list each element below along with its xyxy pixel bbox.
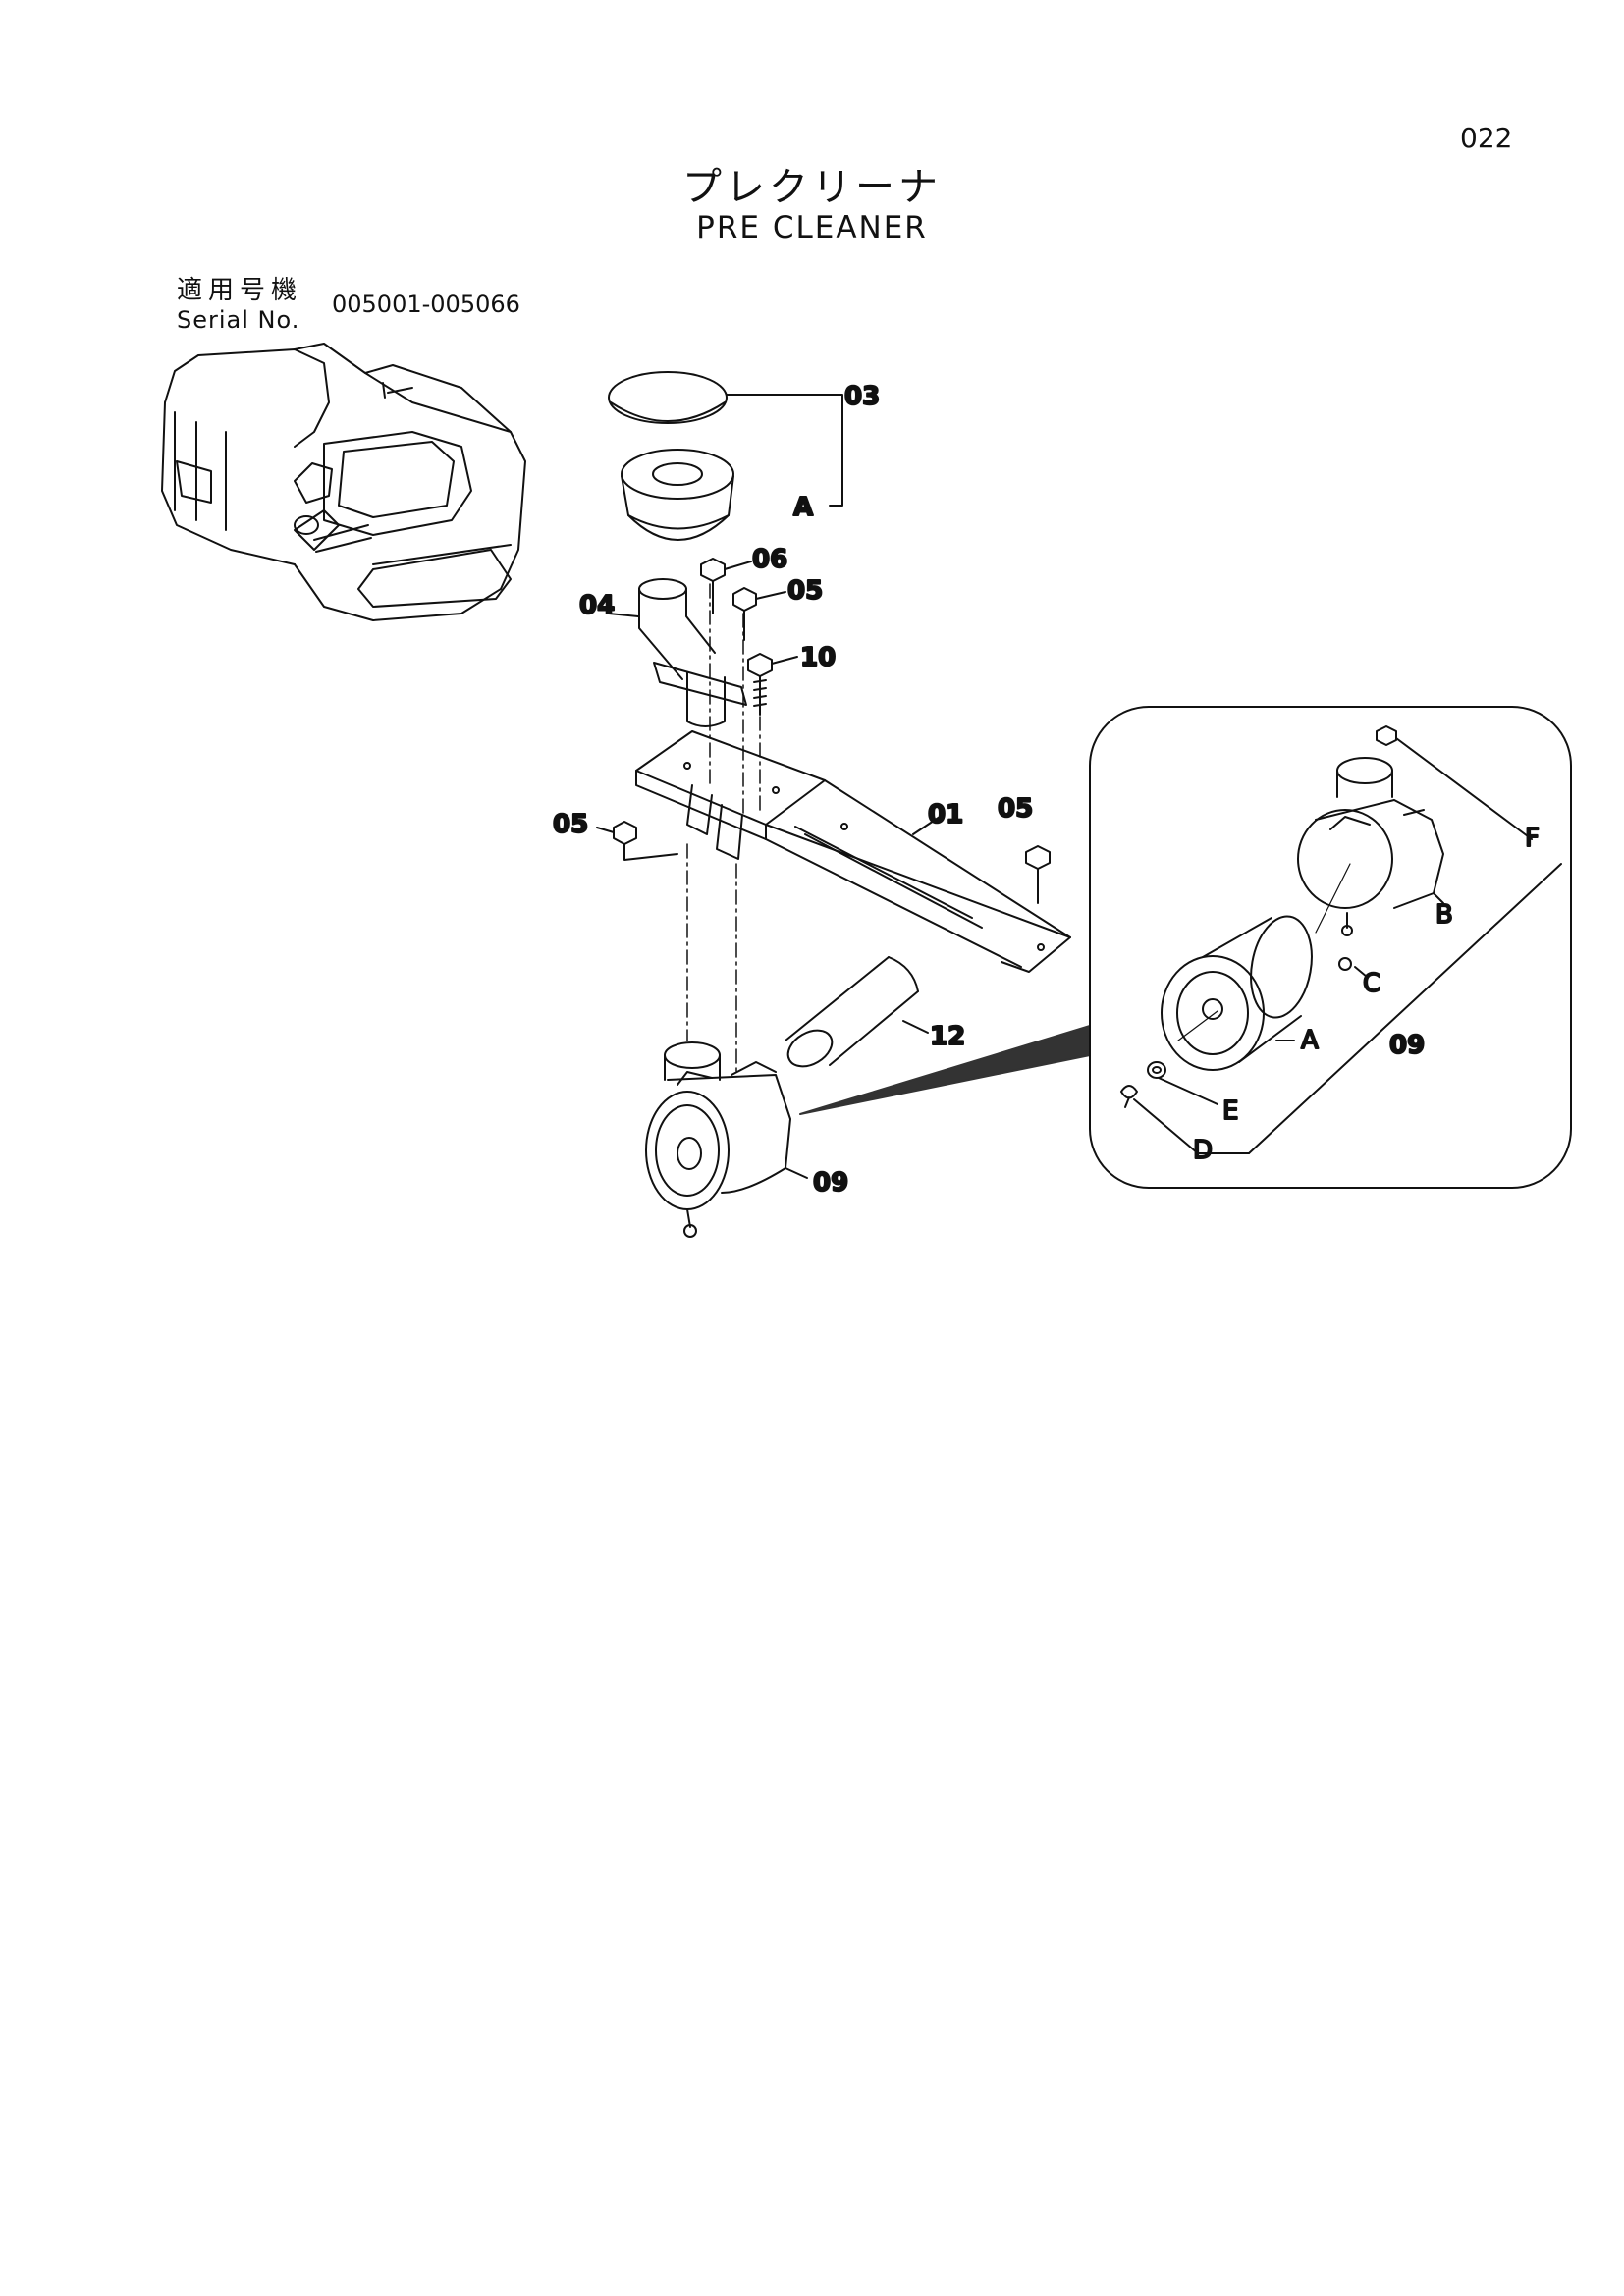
air-cleaner-part-09 [645,1041,808,1238]
bolt-part-06 [700,558,752,614]
page-title-english: PRE CLEANER [696,210,928,245]
detail-inset-frame [1089,706,1572,1189]
cone-assembly-a [621,449,734,541]
leader-line-03-a [726,394,843,507]
bolt-part-05-right [1025,845,1051,904]
page-title-japanese: プレクリーナ [682,165,942,210]
callout-09: 09 [813,1168,848,1198]
detail-callout-f: F [1525,824,1540,853]
callout-01: 01 [928,800,963,829]
serial-range: 005001-005066 [332,291,520,318]
bracket-part-01 [635,730,1071,973]
serial-label-japanese: 適用号機 [177,276,303,305]
detail-callout-a: A [1301,1026,1319,1055]
callout-05-upper: 05 [787,576,823,606]
callout-05-left: 05 [553,810,588,839]
detail-callout-e: E [1222,1096,1238,1126]
callout-06: 06 [752,545,787,574]
serial-label-english: Serial No. [177,306,300,334]
bolt-part-05-upper [732,587,786,641]
callout-12: 12 [930,1022,965,1051]
cap-part-03 [608,371,728,424]
callout-03: 03 [844,382,880,411]
callout-05-right: 05 [998,794,1033,824]
alignment-lines [686,583,761,1076]
detail-callout-09: 09 [1389,1031,1425,1060]
callout-10: 10 [800,643,836,672]
callout-a: A [793,493,813,522]
bolt-part-10 [747,653,798,716]
elbow-duct-part-04 [608,578,747,727]
detail-callout-b: B [1435,900,1453,930]
bolt-part-05-left [596,821,678,861]
excavator-overview-illustration [161,343,526,621]
hose-part-12 [785,956,929,1068]
page-number: 022 [1460,122,1513,154]
detail-callout-c: C [1363,969,1380,998]
callout-04: 04 [579,591,615,620]
detail-callout-d: D [1193,1136,1213,1165]
detail-inset-parts [1120,725,1562,1154]
